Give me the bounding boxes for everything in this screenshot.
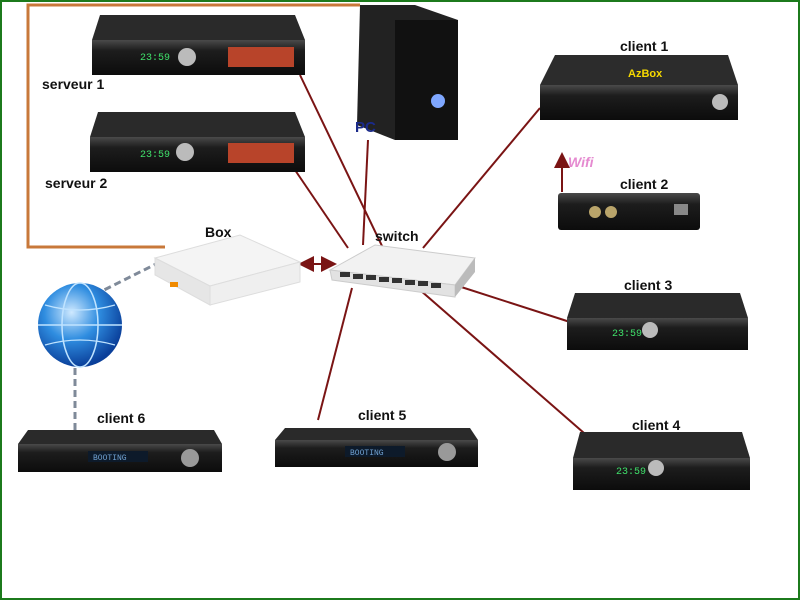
client3-receiver: 23:59 bbox=[567, 293, 748, 350]
label-box: Box bbox=[205, 224, 232, 240]
server1-receiver: 23:59 bbox=[92, 15, 305, 75]
link-client4-switch bbox=[419, 289, 593, 441]
svg-text:23:59: 23:59 bbox=[140, 150, 170, 161]
pc-tower bbox=[357, 5, 458, 140]
internet-box bbox=[153, 234, 302, 306]
link-client5-switch bbox=[317, 287, 353, 421]
client5-receiver: BOOTING bbox=[275, 428, 478, 467]
label-pc: PC bbox=[355, 119, 376, 136]
link-server2-switch bbox=[294, 169, 349, 249]
client1-azbox: AzBox bbox=[540, 55, 738, 120]
label-client5: client 5 bbox=[358, 407, 407, 423]
network-switch bbox=[328, 244, 476, 298]
client2-receiver bbox=[558, 193, 700, 230]
link-server1-switch bbox=[299, 74, 384, 249]
link-client3-switch bbox=[454, 284, 571, 323]
svg-text:BOOTING: BOOTING bbox=[93, 454, 127, 463]
label-client1: client 1 bbox=[620, 38, 669, 54]
label-server2: serveur 2 bbox=[45, 175, 108, 191]
label-client3: client 3 bbox=[624, 277, 673, 293]
label-client4: client 4 bbox=[632, 417, 681, 433]
link-client1-switch bbox=[422, 107, 541, 249]
svg-text:23:59: 23:59 bbox=[616, 467, 646, 478]
client4-receiver: 23:59 bbox=[573, 432, 750, 490]
server-link bbox=[26, 3, 360, 249]
label-client2: client 2 bbox=[620, 176, 669, 192]
label-client6: client 6 bbox=[97, 410, 146, 426]
server2-receiver: 23:59 bbox=[90, 112, 305, 172]
svg-text:23:59: 23:59 bbox=[140, 53, 170, 64]
svg-text:23:59: 23:59 bbox=[612, 329, 642, 340]
label-switch: switch bbox=[375, 228, 419, 244]
svg-text:BOOTING: BOOTING bbox=[350, 449, 384, 458]
link-box-internet bbox=[99, 260, 161, 294]
internet-globe-icon bbox=[38, 282, 122, 368]
label-wifi: Wifi bbox=[568, 154, 594, 170]
svg-text:AzBox: AzBox bbox=[628, 68, 663, 80]
link-pc-switch bbox=[362, 139, 369, 246]
client6-receiver: BOOTING bbox=[18, 430, 222, 472]
label-server1: serveur 1 bbox=[42, 76, 105, 92]
